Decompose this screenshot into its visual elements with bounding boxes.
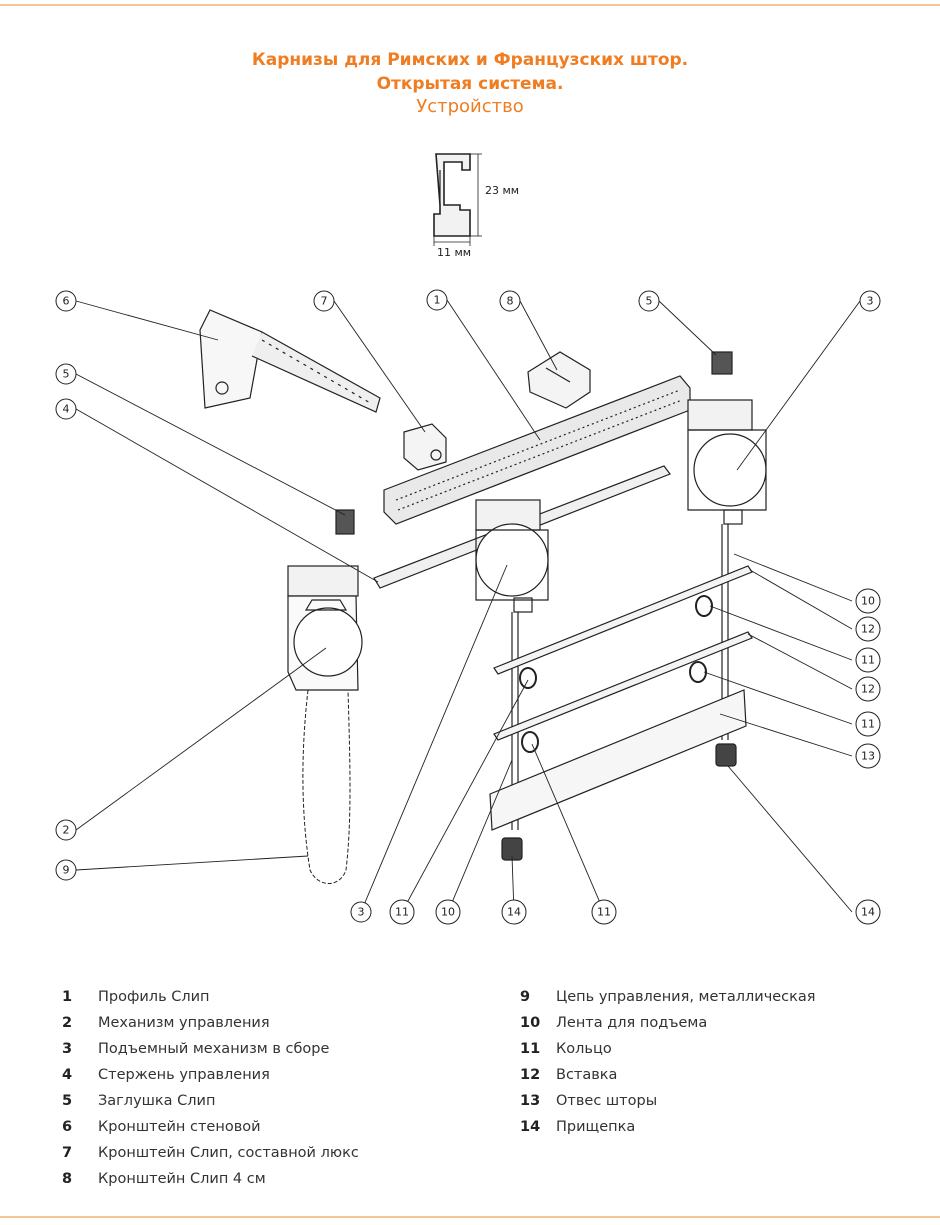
legend-label: Профиль Слип (98, 989, 210, 1005)
legend-item: 5 Заглушка Слип (62, 1088, 359, 1114)
callout-4: 4 (63, 403, 70, 416)
callout-13: 13 (861, 750, 875, 763)
profile-height-label: 23 мм (485, 184, 519, 197)
callout-14-right: 14 (861, 906, 875, 919)
insert-rods (493, 565, 753, 741)
legend-item: 2 Механизм управления (62, 1010, 359, 1036)
callout-5-right: 5 (646, 295, 653, 308)
lifting-mechanism-right (687, 399, 767, 525)
legend-number: 1 (62, 989, 73, 1005)
callout-circles (55, 289, 881, 925)
legend-item: 13 Отвес шторы (520, 1088, 816, 1114)
legend-item: 9 Цепь управления, металлическая (520, 984, 816, 1010)
legend-number: 3 (62, 1041, 73, 1057)
callout-1: 1 (434, 294, 441, 307)
legend-number: 7 (62, 1145, 73, 1161)
legend-label: Подъемный механизм в сборе (98, 1041, 330, 1057)
legend-number: 13 (520, 1093, 541, 1109)
legend-item: 3 Подъемный механизм в сборе (62, 1036, 359, 1062)
callout-3-right: 3 (867, 295, 874, 308)
callout-7: 7 (321, 295, 328, 308)
legend-item: 7 Кронштейн Слип, составной люкс (62, 1140, 359, 1166)
top-rule (0, 4, 940, 6)
callout-11-bottom-right: 11 (597, 906, 611, 919)
callout-10-bottom: 10 (441, 906, 455, 919)
callout-14-bottom: 14 (507, 906, 521, 919)
callout-5-left: 5 (63, 368, 70, 381)
callout-2: 2 (63, 824, 70, 837)
callout-12-lower: 12 (861, 683, 875, 696)
legend-number: 12 (520, 1067, 541, 1083)
legend-label: Прищепка (556, 1119, 636, 1135)
legend-label: Механизм управления (98, 1015, 270, 1031)
legend-number: 6 (62, 1119, 73, 1135)
callout-3-bottom: 3 (358, 906, 365, 919)
legend-item: 10 Лента для подъема (520, 1010, 816, 1036)
callout-9: 9 (63, 864, 70, 877)
legend-item: 11 Кольцо (520, 1036, 816, 1062)
legend-item: 6 Кронштейн стеновой (62, 1114, 359, 1140)
diagram-title: Карнизы для Римских и Французских штор. (251, 50, 689, 70)
end-cap-left (335, 509, 355, 535)
leader-lines (75, 299, 861, 913)
legend-number: 9 (520, 989, 531, 1005)
legend-label: Кольцо (556, 1041, 612, 1057)
legend-label: Цепь управления, металлическая (556, 989, 816, 1005)
callout-11-upper: 11 (861, 654, 875, 667)
legend-number: 8 (62, 1171, 73, 1187)
bottom-weight-bar (489, 689, 747, 831)
legend-item: 12 Вставка (520, 1062, 816, 1088)
legend-item: 1 Профиль Слип (62, 984, 359, 1010)
bead-chain (302, 689, 351, 884)
legend-label: Кронштейн стеновой (98, 1119, 261, 1135)
control-mechanism (287, 565, 363, 691)
legend-number: 2 (62, 1015, 73, 1031)
legend-label: Отвес шторы (556, 1093, 658, 1109)
legend-label: Заглушка Слип (98, 1093, 216, 1109)
diagram-title-line2: Открытая система. (376, 74, 564, 94)
callout-11-lower: 11 (861, 718, 875, 731)
bottom-rule (0, 1216, 940, 1218)
assembly-diagram: 23 мм 11 мм 6 7 1 8 5 3 5 4 2 9 10 12 11… (55, 153, 881, 925)
legend-number: 4 (62, 1067, 73, 1083)
legend-number: 14 (520, 1119, 541, 1135)
legend-number: 10 (520, 1015, 541, 1031)
rings (519, 595, 713, 753)
diagram-subtitle: Устройство (416, 96, 524, 117)
lifting-mechanism-center (475, 499, 549, 613)
callout-12-upper: 12 (861, 623, 875, 636)
bracket-4cm (527, 351, 591, 409)
bracket-lux (403, 423, 447, 471)
legend-label: Кронштейн Слип 4 см (98, 1171, 266, 1187)
end-cap-right (711, 351, 733, 375)
legend-number: 5 (62, 1093, 73, 1109)
legend-number: 11 (520, 1041, 541, 1057)
callout-8: 8 (507, 295, 514, 308)
profile-cross-section (433, 153, 482, 246)
legend-item: 8 Кронштейн Слип 4 см (62, 1166, 359, 1192)
callout-11-bottom-left: 11 (395, 906, 409, 919)
legend-item: 14 Прищепка (520, 1114, 816, 1140)
legend-right-column: 9 Цепь управления, металлическая 10 Лент… (520, 984, 816, 1140)
callout-6: 6 (63, 295, 70, 308)
profile-width-label: 11 мм (437, 246, 471, 259)
legend-label: Вставка (556, 1067, 618, 1083)
legend-label: Стержень управления (98, 1067, 270, 1083)
legend-label: Кронштейн Слип, составной люкс (98, 1145, 359, 1161)
callout-10-right: 10 (861, 595, 875, 608)
legend-label: Лента для подъема (556, 1015, 708, 1031)
clips (501, 743, 737, 861)
wall-bracket (199, 309, 381, 413)
legend-item: 4 Стержень управления (62, 1062, 359, 1088)
legend-left-column: 1 Профиль Слип 2 Механизм управления 3 П… (62, 984, 359, 1192)
